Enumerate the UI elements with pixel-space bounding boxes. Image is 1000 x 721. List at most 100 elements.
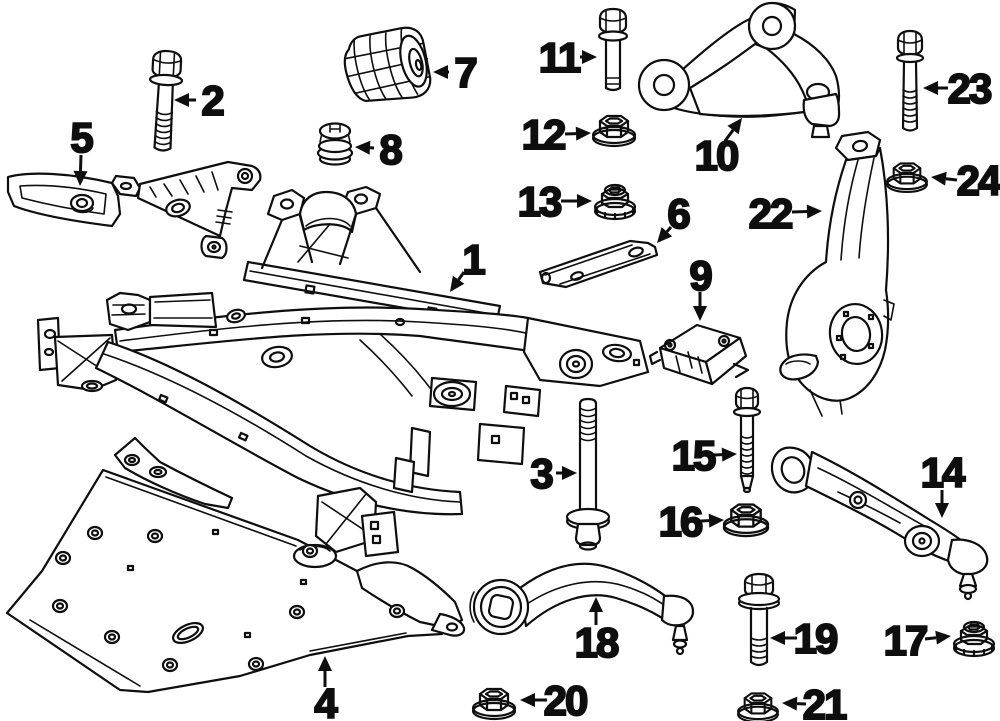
part-18-lower-control-arm-front (469, 562, 695, 656)
part-24-flange-nut (886, 162, 928, 193)
part-8-insulator-bushing (316, 122, 354, 166)
part-6-support-bracket (538, 239, 659, 289)
part-number-label: 10 (695, 132, 738, 179)
callout-12-flange-nut[interactable]: 12 (521, 110, 591, 159)
part-number-label: 24 (957, 157, 1000, 204)
part-number-label: 22 (749, 190, 792, 237)
callout-2-bolt[interactable]: 2 (174, 76, 226, 125)
callout-19-bolt[interactable]: 19 (770, 614, 840, 663)
part-number-label: 3 (530, 450, 552, 497)
callout-8-insulator-bushing[interactable]: 8 (355, 125, 405, 174)
callout-10-upper-control-arm[interactable]: 10 (694, 118, 742, 180)
callout-16-flange-nut[interactable]: 16 (658, 497, 724, 546)
part-21-flange-nut (737, 692, 779, 721)
arrowhead-icon (782, 696, 798, 711)
arrowhead-icon (582, 50, 597, 64)
arrowhead-icon (931, 171, 947, 186)
callout-9-mount-bracket[interactable]: 9 (688, 251, 714, 321)
callout-20-flange-nut[interactable]: 20 (520, 676, 590, 721)
callout-15-bolt[interactable]: 15 (671, 431, 737, 480)
part-number-label: 13 (518, 178, 561, 225)
callout-18-lower-control-arm-front[interactable]: 18 (574, 597, 622, 667)
part-number-label: 12 (522, 111, 565, 158)
callout-22-steering-knuckle[interactable]: 22 (748, 189, 822, 238)
callout-arrow-line (924, 636, 937, 641)
callout-17-lock-nut[interactable]: 17 (883, 616, 951, 665)
arrowhead-icon (577, 194, 592, 208)
part-3-bolt (565, 397, 611, 551)
callout-arrow-line (723, 129, 735, 142)
part-9-mount-bracket (648, 323, 750, 386)
part-number-label: 7 (454, 49, 476, 96)
part-number-label: 2 (201, 77, 223, 124)
part-number-label: 17 (884, 617, 927, 664)
part-14-lower-control-arm (770, 446, 989, 601)
arrowhead-icon (450, 275, 465, 292)
part-number-label: 6 (667, 190, 689, 237)
part-number-label: 11 (539, 34, 581, 81)
arrowhead-icon (520, 693, 535, 707)
part-number-label: 23 (948, 65, 991, 112)
part-11-bolt (597, 7, 629, 92)
arrowhead-icon (935, 503, 949, 518)
callout-23-bolt[interactable]: 23 (923, 64, 994, 113)
callout-arrow-line (457, 271, 466, 281)
part-19-bolt (737, 572, 781, 667)
arrowhead-icon (923, 81, 938, 95)
callout-4-under-cover[interactable]: 4 (313, 656, 341, 721)
part-13-flange-lock-nut (593, 183, 637, 221)
callout-arrow-line (945, 177, 958, 182)
part-16-flange-nut (722, 503, 770, 538)
part-number-label: 5 (70, 114, 93, 161)
arrowhead-icon (318, 656, 332, 671)
part-number-label: 14 (921, 449, 966, 496)
callout-11-bolt[interactable]: 11 (538, 33, 597, 82)
part-number-label: 1 (462, 236, 485, 283)
part-number-label: 15 (672, 432, 716, 479)
part-1-subframe-crossmember (36, 185, 650, 558)
part-4-under-cover (5, 436, 466, 694)
part-17-lock-nut (952, 620, 996, 658)
arrowhead-icon (575, 126, 591, 141)
arrowhead-icon (433, 65, 448, 79)
part-number-label: 4 (314, 680, 338, 721)
callout-arrow-line (791, 210, 808, 214)
callout-24-flange-nut[interactable]: 24 (931, 156, 1000, 205)
part-15-bolt (732, 386, 762, 494)
arrowhead-icon (174, 93, 189, 107)
callout-6-support-bracket[interactable]: 6 (657, 189, 692, 243)
part-number-label: 20 (544, 677, 587, 721)
part-20-flange-nut (471, 687, 517, 721)
part-22-steering-knuckle (779, 130, 895, 417)
part-number-label: 18 (575, 619, 619, 666)
part-23-bolt (895, 29, 925, 132)
arrowhead-icon (657, 227, 673, 243)
arrowhead-icon (693, 306, 707, 321)
callout-3-bolt[interactable]: 3 (529, 449, 577, 498)
arrowhead-icon (935, 630, 951, 645)
callout-21-flange-nut[interactable]: 21 (782, 680, 850, 721)
callout-1-subframe-crossmember[interactable]: 1 (450, 235, 488, 292)
arrowhead-icon (589, 597, 603, 612)
arrowhead-icon (770, 631, 785, 645)
callout-14-lower-control-arm[interactable]: 14 (920, 448, 969, 518)
callout-7-insulator-bushing[interactable]: 7 (433, 48, 479, 97)
part-number-label: 8 (379, 126, 402, 173)
arrowhead-icon (355, 140, 371, 155)
part-12-flange-nut (591, 114, 637, 148)
arrowhead-icon (806, 204, 822, 219)
part-number-label: 19 (794, 615, 837, 662)
part-10-upper-control-arm (637, 1, 841, 139)
part-7-insulator-bushing (343, 26, 432, 103)
part-5-crossmember-brace (6, 160, 262, 260)
part-number-label: 9 (689, 252, 711, 299)
part-number-label: 21 (803, 681, 847, 721)
arrowhead-icon (562, 466, 577, 480)
arrowhead-icon (721, 447, 737, 462)
callout-arrow-line (665, 226, 673, 233)
callout-13-flange-lock-nut[interactable]: 13 (517, 177, 592, 226)
part-2-bolt (148, 49, 184, 152)
arrowhead-icon (73, 170, 88, 186)
